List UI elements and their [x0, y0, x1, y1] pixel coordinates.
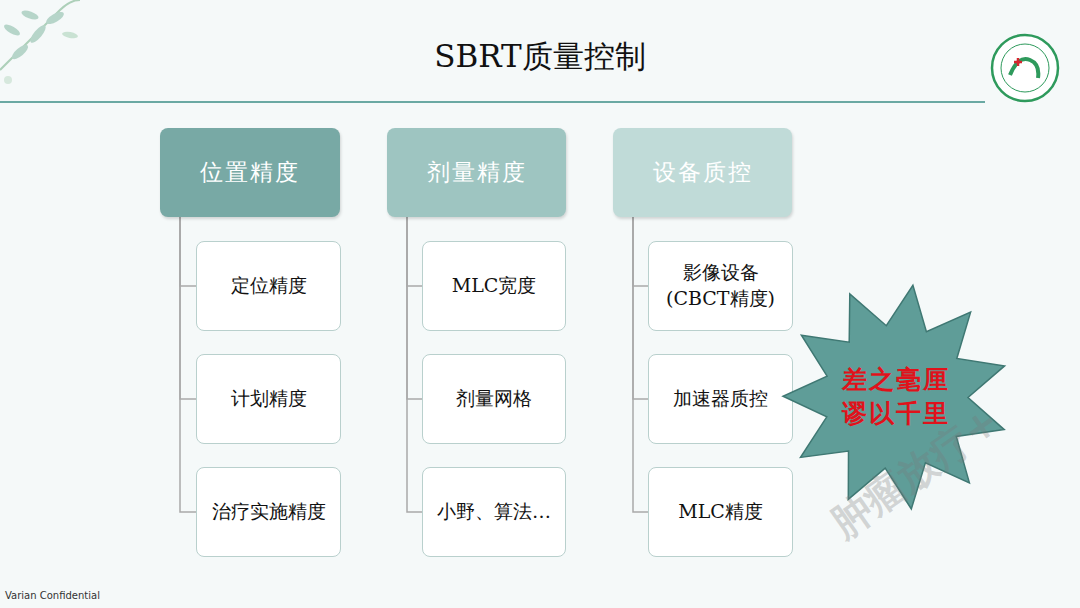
tree-connector	[633, 217, 648, 399]
node-text: 剂量网格	[456, 386, 532, 412]
item-box: MLC精度	[648, 467, 793, 557]
node-text: 小野、算法…	[437, 499, 551, 525]
tree-connector	[407, 217, 422, 512]
hospital-logo	[992, 35, 1058, 101]
tree-connector	[407, 217, 422, 399]
title-rule	[0, 101, 985, 103]
node-text: 影像设备 (CBCT精度)	[657, 260, 784, 312]
node-text: 治疗实施精度	[212, 499, 326, 525]
slide-title: SBRT质量控制	[0, 36, 1080, 78]
category-header: 设备质控	[613, 128, 792, 217]
item-box: 计划精度	[196, 354, 341, 444]
item-box: MLC宽度	[422, 241, 566, 331]
tree-connector	[633, 217, 648, 512]
tree-connector	[180, 217, 196, 512]
node-text: 设备质控	[653, 157, 753, 188]
node-text: 定位精度	[231, 273, 307, 299]
node-text: 差之毫厘 谬以千里	[841, 363, 951, 431]
category-header: 剂量精度	[387, 128, 566, 217]
floral-corner	[0, 0, 80, 84]
item-box: 剂量网格	[422, 354, 566, 444]
item-box: 影像设备 (CBCT精度)	[648, 241, 793, 331]
tree-connector	[180, 217, 196, 399]
tree-connector	[633, 217, 648, 286]
node-text: 位置精度	[200, 157, 300, 188]
tree-connector	[180, 217, 196, 286]
node-text: 计划精度	[231, 386, 307, 412]
item-box: 加速器质控	[648, 354, 793, 444]
item-box: 治疗实施精度	[196, 467, 341, 557]
node-text: MLC宽度	[452, 273, 537, 299]
node-text: MLC精度	[678, 499, 763, 525]
node-text: 加速器质控	[673, 386, 768, 412]
category-header: 位置精度	[160, 128, 340, 217]
item-box: 小野、算法…	[422, 467, 566, 557]
tree-connector	[407, 217, 422, 286]
node-text: 剂量精度	[427, 157, 527, 188]
item-box: 定位精度	[196, 241, 341, 331]
confidential-note: Varian Confidential	[5, 590, 100, 601]
